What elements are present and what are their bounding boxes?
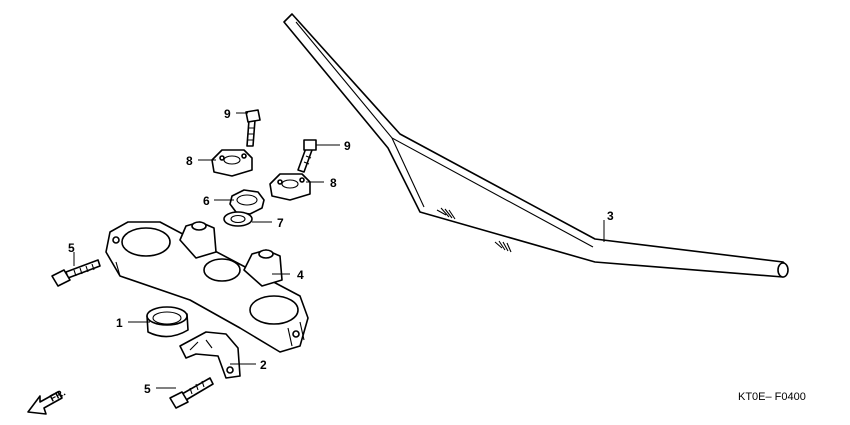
callout-8-right: 8 bbox=[330, 176, 337, 190]
rubber-mount[interactable] bbox=[146, 306, 189, 338]
diagram-code: KT0E– F0400 bbox=[738, 391, 806, 403]
callout-7: 7 bbox=[277, 216, 284, 230]
callout-1: 1 bbox=[116, 316, 123, 330]
holder-bolt-left[interactable] bbox=[245, 109, 261, 147]
callout-9-right: 9 bbox=[344, 139, 351, 153]
upper-holder-right[interactable] bbox=[269, 173, 311, 201]
callout-5-upper: 5 bbox=[68, 241, 75, 255]
fork-top-bridge[interactable] bbox=[105, 221, 309, 353]
washer[interactable] bbox=[223, 211, 253, 227]
callout-2: 2 bbox=[260, 358, 267, 372]
callout-5-lower: 5 bbox=[144, 382, 151, 396]
bolt-left[interactable] bbox=[51, 259, 101, 287]
nut[interactable] bbox=[229, 189, 265, 215]
upper-holder-left[interactable] bbox=[211, 149, 253, 177]
callout-8-left: 8 bbox=[186, 154, 193, 168]
callout-9-left: 9 bbox=[224, 107, 231, 121]
holder-bolt-right[interactable] bbox=[297, 139, 317, 173]
callout-3: 3 bbox=[607, 209, 614, 223]
handlebar[interactable] bbox=[283, 13, 789, 278]
callout-6: 6 bbox=[203, 194, 210, 208]
bracket[interactable] bbox=[179, 331, 241, 379]
front-direction-label: FR. bbox=[48, 387, 68, 404]
bolt-lower[interactable] bbox=[169, 377, 214, 409]
callout-4: 4 bbox=[297, 268, 304, 282]
front-direction-arrow bbox=[27, 391, 63, 415]
leader-lines bbox=[73, 112, 605, 389]
